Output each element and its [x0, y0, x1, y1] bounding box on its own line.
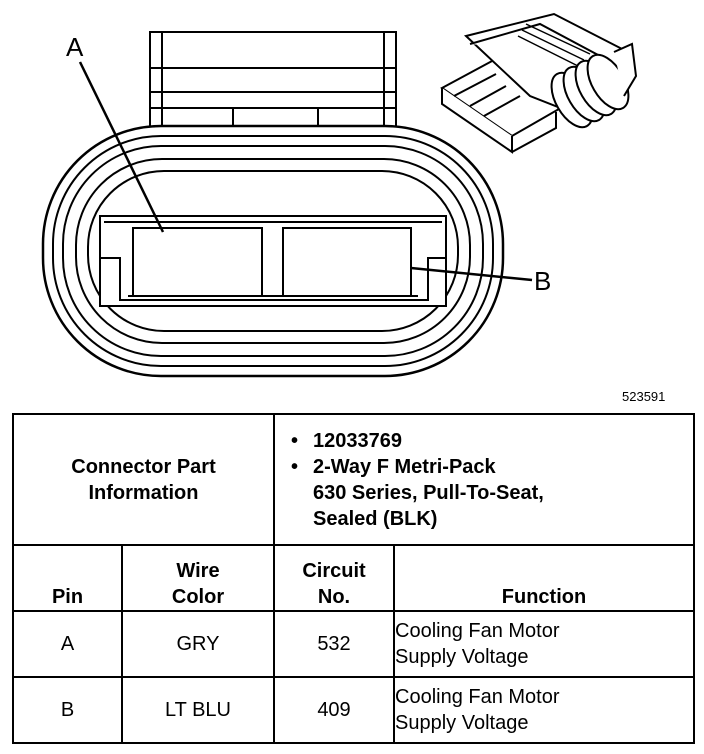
function-cell: Cooling Fan Motor Supply Voltage — [393, 676, 695, 744]
connector-latch — [149, 31, 397, 129]
wire-color-cell: GRY — [121, 610, 275, 678]
connector-cavity — [99, 215, 447, 307]
pin-cell: B — [12, 676, 123, 744]
connector-header-line: Connector Part — [71, 455, 216, 478]
col-header-pin: Pin — [12, 544, 123, 612]
part-info-cell: • 12033769 • 2-Way F Metri-Pack 630 Seri… — [273, 413, 695, 546]
table-row: B LT BLU 409 Cooling Fan Motor Supply Vo… — [12, 676, 695, 744]
connector-diagram: A B — [41, 12, 638, 378]
part-info-item: • 12033769 — [291, 428, 693, 454]
pin-cell: A — [12, 610, 123, 678]
col-header-wire-color: Wire Color — [121, 544, 275, 612]
part-description-line: 630 Series, Pull-To-Seat, — [313, 481, 544, 504]
wire-color-cell: LT BLU — [121, 676, 275, 744]
pin-label-b: B — [534, 266, 551, 296]
part-number: 12033769 — [313, 429, 402, 452]
circuit-cell: 532 — [273, 610, 395, 678]
leader-line-b — [410, 266, 533, 282]
table-row: A GRY 532 Cooling Fan Motor Supply Volta… — [12, 610, 695, 678]
connector-part-header: Connector Part Information — [12, 413, 275, 546]
col-header-function: Function — [393, 544, 695, 612]
circuit-cell: 409 — [273, 676, 395, 744]
part-info-item: • 2-Way F Metri-Pack 630 Series, Pull-To… — [291, 454, 693, 532]
function-cell: Cooling Fan Motor Supply Voltage — [393, 610, 695, 678]
column-header-row: Pin Wire Color Circuit No. Function — [12, 544, 695, 612]
figure-number: 523591 — [622, 389, 666, 404]
part-info-list: • 12033769 • 2-Way F Metri-Pack 630 Seri… — [275, 422, 693, 538]
col-header-circuit: Circuit No. — [273, 544, 395, 612]
connector-info-table: Connector Part Information • 12033769 • … — [12, 413, 695, 744]
pin-label-a: A — [66, 32, 84, 62]
leader-line-a — [78, 61, 165, 233]
connector-header-line: Information — [88, 481, 199, 504]
part-description-line: 2-Way F Metri-Pack — [313, 455, 496, 478]
connector-illustration — [440, 12, 638, 154]
connector-part-row: Connector Part Information • 12033769 • … — [12, 413, 695, 546]
part-description-line: Sealed (BLK) — [313, 507, 438, 530]
